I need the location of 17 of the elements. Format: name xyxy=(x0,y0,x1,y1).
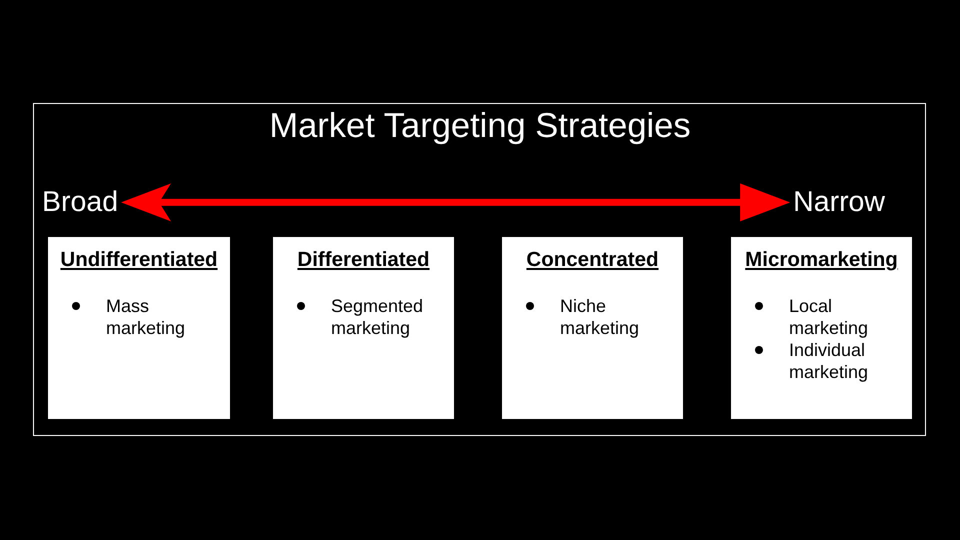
card-heading: Micromarketing xyxy=(745,248,898,272)
diagram-title: Market Targeting Strategies xyxy=(269,107,691,147)
scale-end-label: Narrow xyxy=(793,186,885,219)
list-item-text: Mass marketing xyxy=(106,294,186,340)
list-item-text: Individual marketing xyxy=(789,339,868,384)
list-item-text: Local marketing xyxy=(789,294,868,340)
double-arrow xyxy=(121,183,790,222)
card-heading: Concentrated xyxy=(526,248,659,272)
strategy-card xyxy=(48,237,230,419)
scale-end-label: Broad xyxy=(42,186,118,219)
list-item-text: Niche marketing xyxy=(560,294,640,340)
card-heading: Differentiated xyxy=(297,248,430,272)
strategy-card xyxy=(502,237,683,419)
strategy-card xyxy=(731,237,912,419)
strategy-card xyxy=(273,237,454,419)
card-heading: Undifferentiated xyxy=(60,248,218,272)
list-item-text: Segmented marketing xyxy=(331,294,424,340)
